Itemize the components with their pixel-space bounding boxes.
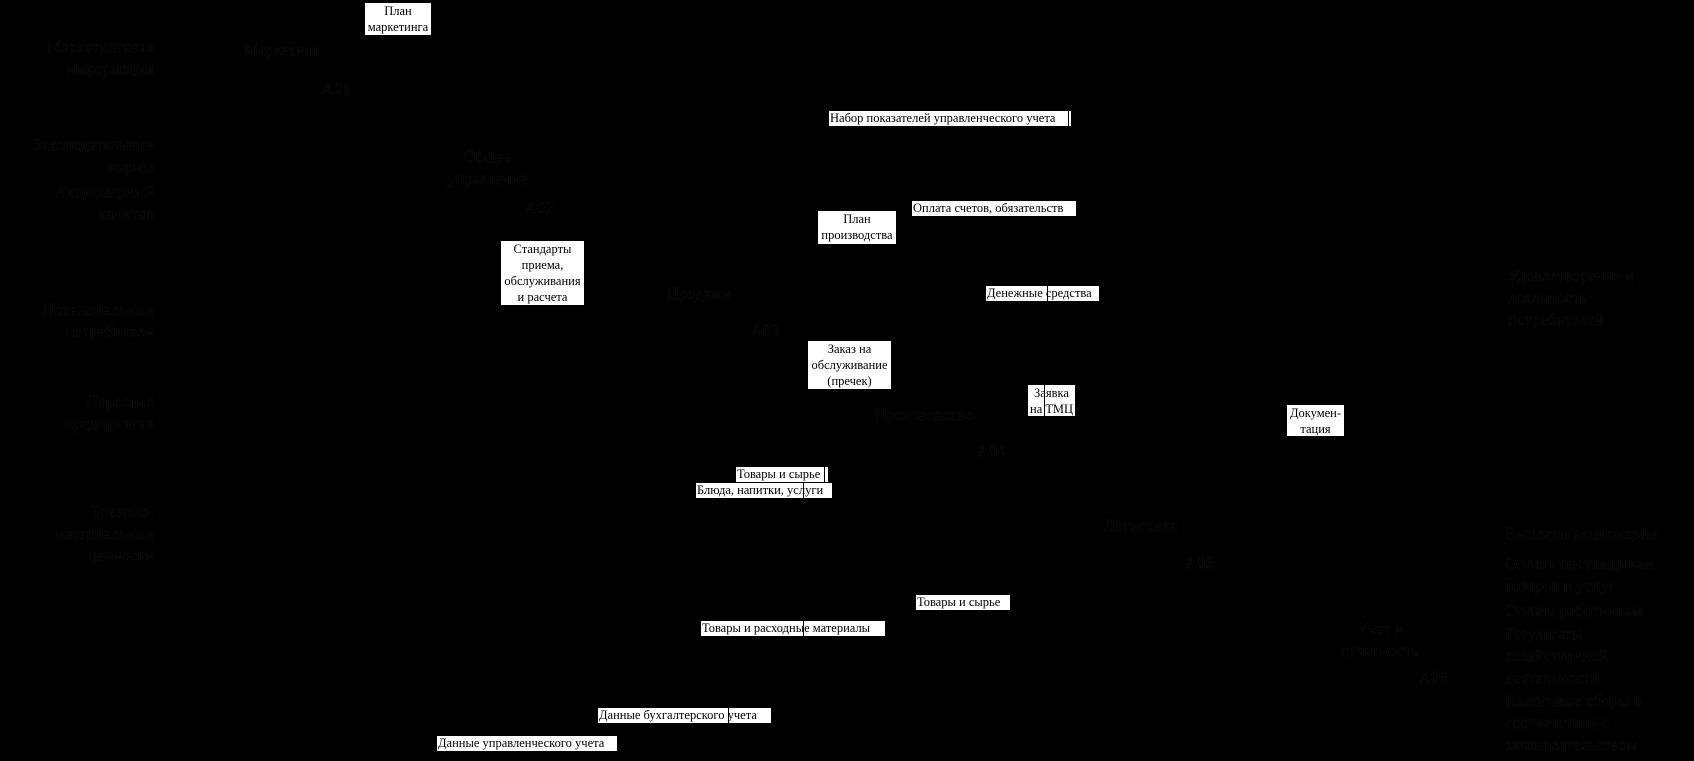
activity-a04-code: А04 xyxy=(977,441,1006,460)
label-service-order: Заказ на обслуживание (пречек) xyxy=(808,341,891,389)
divider xyxy=(728,708,729,723)
label-mgmt-indicators: Набор показателей управленческого учета xyxy=(829,111,1071,126)
input-marketing-info: Маркетинговая информация xyxy=(46,37,154,78)
label-goods-raw-2: Товары и сырье xyxy=(916,595,1010,610)
input-inventory: Товарно- материальные ценности xyxy=(54,502,154,565)
activity-a01-name: Маркетинг xyxy=(243,40,321,59)
activity-a03-code: А03 xyxy=(751,321,780,340)
label-tmc-request: Заявка на ТМЦ xyxy=(1028,385,1075,416)
output-employee-payments: Оплата работникам xyxy=(1505,601,1643,620)
label-documentation: Докумен- тация xyxy=(1287,405,1344,436)
input-potential-consumers: Потенциальные потребители xyxy=(42,300,154,341)
activity-a02-code: А02 xyxy=(525,198,554,217)
output-supplier-payments: Оплата поставщикам товаров и услуг xyxy=(1505,554,1655,595)
activity-a06-code: А06 xyxy=(1419,668,1448,687)
divider xyxy=(1068,111,1069,126)
activity-a05-code: А05 xyxy=(1185,553,1214,572)
label-goods-raw-1: Товары и сырье xyxy=(736,467,828,482)
input-legislative-norms: Законодательные нормы xyxy=(33,135,154,176)
output-business-results: Результаты хозяйственной деятельности xyxy=(1505,624,1609,687)
divider xyxy=(824,467,825,482)
input-personnel: Персонал предприятия xyxy=(64,392,154,433)
label-dishes-drinks: Блюда, напитки, услуги xyxy=(696,483,832,498)
label-invoice-payment: Оплата счетов, обязательств xyxy=(912,201,1076,216)
output-shareholder-payments: Выплаты акционерам xyxy=(1505,524,1657,543)
activity-a04-name: Производство xyxy=(875,405,974,424)
label-marketing-plan: План маркетинга xyxy=(365,3,431,35)
label-cash: Денежные средства xyxy=(986,286,1099,301)
divider xyxy=(1047,286,1048,301)
activity-a03-name: Продажи xyxy=(667,284,731,303)
label-standards: Стандарты приема, обслуживания и расчета xyxy=(501,241,584,305)
label-mgmt-data: Данные управленческого учета xyxy=(437,736,617,751)
activity-a06-name: Учет и отчетность xyxy=(1341,619,1419,660)
output-tax-fees: Налоговые сборы в соответствии с законод… xyxy=(1505,691,1642,754)
divider xyxy=(1044,385,1045,416)
divider xyxy=(803,483,804,498)
activity-a02-name: Общее управление xyxy=(447,147,528,188)
label-production-plan: План производства xyxy=(818,211,896,244)
output-consumer-loyalty: Удовлетворение и лояльность потребителей xyxy=(1508,266,1634,329)
input-share-capital: Акционерный капитал xyxy=(55,182,154,223)
divider xyxy=(803,621,804,636)
activity-a05-name: Логистика xyxy=(1104,516,1178,535)
label-goods-consumables: Товары и расходные материалы xyxy=(701,621,885,636)
label-accounting-data: Данные бухгалтерского учета xyxy=(598,708,771,723)
activity-a01-code: А01 xyxy=(322,79,351,98)
